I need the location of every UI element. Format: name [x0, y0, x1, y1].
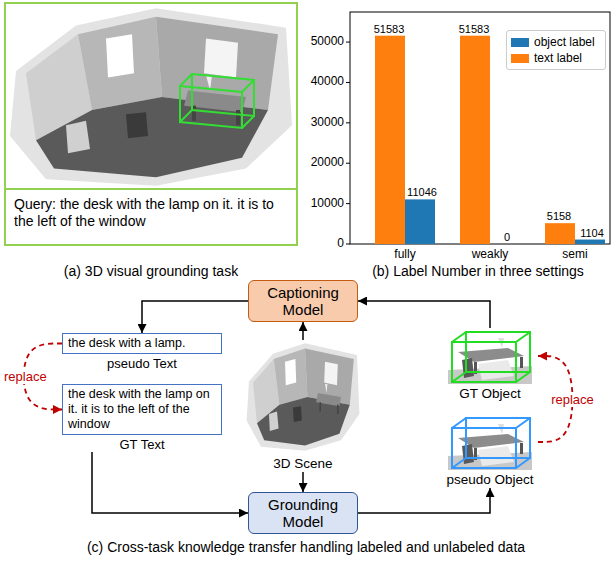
legend-text: text label — [534, 51, 582, 65]
image-caption: 3D Scene — [273, 456, 332, 472]
flow-arrow — [142, 301, 248, 333]
box-edge — [452, 418, 530, 468]
bar-value: 51583 — [374, 23, 405, 35]
bar-value: 5158 — [547, 210, 571, 222]
edge-label: replace — [2, 369, 49, 384]
bar — [545, 223, 575, 244]
axis-tick-label: 30000 — [311, 116, 344, 129]
legend-swatch — [511, 38, 529, 47]
text-box: the desk with a lamp. pseudo Text — [62, 333, 222, 371]
scene-image — [10, 8, 292, 186]
sentence-text: the desk with the lamp on it. it is to t… — [62, 384, 222, 435]
axis-tick-label: 40000 — [311, 76, 344, 89]
model-box: Grounding Model — [248, 492, 358, 534]
box-edge — [180, 74, 254, 128]
box-heading: pseudo Text — [62, 356, 222, 371]
model-name: Grounding Model — [253, 496, 353, 530]
axis-tick-label: 0 — [337, 237, 344, 250]
bar-value: 51583 — [459, 23, 490, 35]
model-name: Captioning Model — [253, 284, 353, 318]
model-box: Captioning Model — [248, 280, 358, 322]
axis-tick — [346, 203, 350, 204]
sentence-text: the desk with a lamp. — [62, 333, 222, 354]
blue-3d-box — [452, 418, 530, 468]
flow-arrow — [358, 301, 490, 328]
scene-image: 3D Scene — [243, 340, 363, 472]
box-face — [192, 74, 254, 116]
subfigure-caption: (b) Label Number in three settings — [372, 264, 584, 279]
legend-swatch — [511, 54, 529, 63]
flow-arrow — [302, 322, 304, 340]
axis-tick-label: 10000 — [311, 197, 344, 210]
chart-legend: object label text label — [506, 30, 606, 70]
axis-tick — [346, 42, 350, 43]
category-label: fully — [394, 248, 415, 261]
object-image: GT Object — [442, 328, 538, 402]
query-text: Query: the desk with the lamp on it. it … — [6, 188, 296, 244]
query-panel: Query: the desk with the lamp on it. it … — [4, 2, 298, 246]
chart-frame — [350, 12, 610, 244]
box-heading: GT Text — [62, 437, 222, 452]
axis-tick — [346, 82, 350, 83]
bar — [405, 199, 435, 244]
category-label: semi — [562, 248, 587, 261]
legend-text: object label — [534, 35, 595, 49]
subfigure-caption: (a) 3D visual grounding task — [64, 264, 238, 279]
green-3d-box — [452, 332, 530, 382]
bar-value: 11046 — [407, 186, 437, 198]
axis-tick — [346, 163, 350, 164]
flow-arrow — [92, 452, 248, 513]
box-face — [180, 86, 242, 128]
edge-label: replace — [549, 392, 596, 407]
green-3d-box — [180, 74, 254, 128]
bar — [375, 36, 405, 244]
legend-row: object label — [511, 34, 601, 50]
flow-arrow — [358, 488, 490, 513]
flow-arrow — [302, 472, 304, 492]
text-box: the desk with the lamp on it. it is to t… — [62, 384, 222, 452]
subfigure-caption: (c) Cross-task knowledge transfer handli… — [87, 540, 525, 555]
axis-tick-label: 20000 — [311, 157, 344, 170]
axis-tick — [346, 122, 350, 123]
box-edge — [452, 332, 530, 382]
axis-tick — [346, 244, 350, 245]
object-image — [448, 424, 532, 470]
object-image — [448, 338, 532, 384]
image-caption: pseudo Object — [446, 472, 533, 488]
bar — [460, 36, 490, 244]
bar — [490, 244, 520, 245]
category-label: weakly — [472, 248, 509, 261]
bar-value: 1104 — [580, 226, 604, 238]
legend-row: text label — [511, 50, 601, 66]
scene-image — [247, 343, 360, 450]
object-image: pseudo Object — [442, 414, 538, 488]
bar — [575, 240, 605, 244]
bar-value: 0 — [504, 231, 510, 243]
image-caption: GT Object — [459, 386, 520, 402]
axis-tick-label: 50000 — [311, 35, 344, 48]
